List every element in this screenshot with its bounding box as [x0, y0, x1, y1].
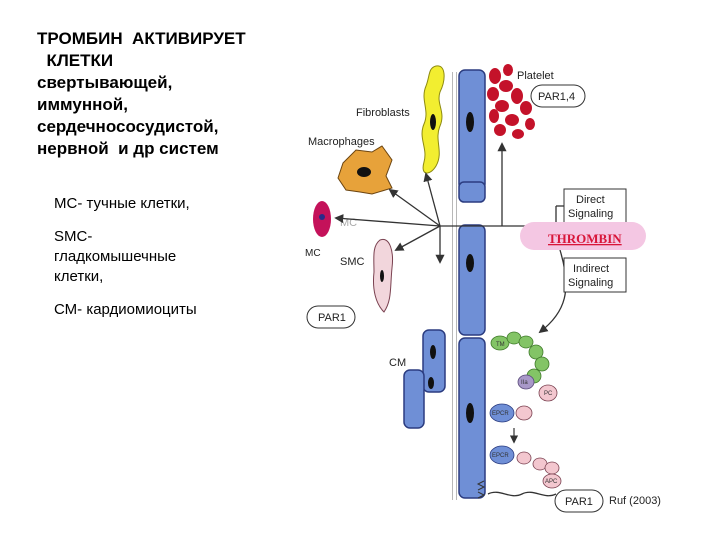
thrombin-badge [520, 222, 646, 250]
fibroblasts-label: Fibroblasts [356, 107, 410, 119]
par1-bottom-badge [554, 489, 604, 513]
arrow-to-smc [394, 225, 441, 251]
nucleus [380, 270, 384, 282]
indirect-curved-arrow [538, 249, 567, 334]
slide-title: ТРОМБИН АКТИВИРУЕТ КЛЕТКИ свертывающей, … [37, 29, 246, 158]
direct-label-1: Direct [576, 194, 605, 206]
apc-molecule [516, 451, 562, 489]
legend-cm: СМ- кардиомиоциты [54, 301, 197, 318]
epcr1-label: EPCR [492, 411, 509, 417]
endothelial-cell-lower [458, 224, 486, 336]
nucleus [430, 345, 436, 359]
par14-label: PAR1,4 [538, 91, 575, 103]
cm-label: CM [389, 357, 406, 369]
arrow-to-macrophage [388, 188, 441, 227]
arrow-to-fibroblast [423, 172, 441, 227]
legend-smc: SMC- гладкомышечные клетки, [54, 228, 177, 285]
iia-molecule [517, 374, 535, 390]
nucleus [357, 167, 371, 177]
macrophages-label: Macrophages [308, 136, 375, 148]
epcr2-label: EPCR [492, 453, 509, 459]
direct-label-2: Signaling [568, 208, 613, 220]
pc-label: PC [544, 391, 553, 397]
indirect-signaling-box [563, 257, 627, 293]
platelet-label: Platelet [517, 70, 554, 82]
vessel-wall [451, 72, 459, 500]
indirect-label-2: Signaling [568, 277, 613, 289]
thrombin-label: THROMBIN [548, 231, 622, 246]
indirect-label-1: Indirect [573, 263, 609, 275]
smc-label: SMC [340, 256, 365, 268]
direct-signaling-box [563, 188, 627, 224]
apc-label: APC [545, 479, 558, 485]
par1-bottom-label: PAR1 [565, 496, 593, 508]
nucleus [466, 403, 474, 423]
nucleus [430, 114, 436, 130]
nucleus [466, 254, 474, 272]
epcr-receptor-2 [489, 445, 515, 465]
cardiomyocyte-cell-2 [403, 369, 425, 429]
epcr-receptor-1 [489, 403, 515, 423]
nucleus [466, 112, 474, 132]
par14-badge [530, 84, 586, 108]
nucleus [428, 377, 434, 389]
legend-mc: МС- тучные клетки, [54, 195, 190, 212]
mc-label: MC [305, 248, 321, 259]
par1-receptor-wiggle [476, 480, 486, 499]
par1-left-label: PAR1 [318, 312, 346, 324]
mast-cell-nucleus [319, 214, 325, 220]
arrow-to-mc [334, 214, 441, 227]
pc-molecule [538, 384, 558, 402]
cardiomyocyte-cell [422, 329, 446, 393]
platelet-cluster [487, 64, 535, 139]
par1-wavy-line [487, 491, 557, 497]
mc-faded-label: MC [340, 217, 357, 229]
tm-label: TM [496, 342, 505, 348]
thrombomodulin-chain [490, 331, 550, 384]
iia-label: IIa [521, 380, 528, 386]
par1-left-badge [306, 305, 356, 329]
citation: Ruf (2003) [609, 495, 661, 507]
endothelial-cell-upper-2 [458, 181, 486, 203]
pc-bound [515, 405, 533, 421]
